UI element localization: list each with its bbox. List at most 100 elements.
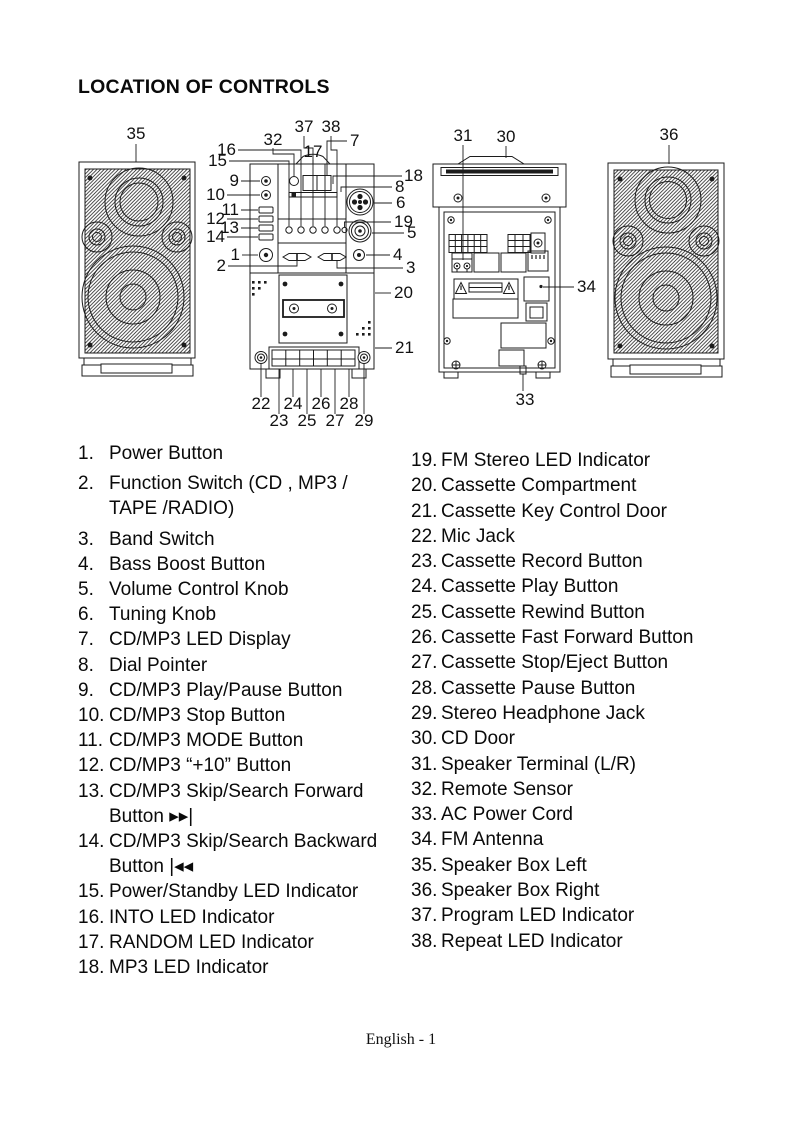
list-item-number: 14. <box>78 831 105 853</box>
list-item-text: Speaker Box Left <box>441 854 587 876</box>
list-item: 32.Remote Sensor <box>411 777 781 802</box>
list-item-number: 30. <box>411 728 438 750</box>
list-item: 4.Bass Boost Button <box>78 552 413 577</box>
callout-2: 2 <box>217 256 226 275</box>
list-item-number: 34. <box>411 829 438 851</box>
list-item-text: Remote Sensor <box>441 778 574 800</box>
list-item-text: CD/MP3 LED Display <box>109 629 291 651</box>
list-item-number: 3. <box>78 528 94 550</box>
list-item-text: Power Button <box>109 443 224 464</box>
list-item: 34.FM Antenna <box>411 827 781 852</box>
callout-14: 14 <box>206 227 225 246</box>
list-item-number: 1. <box>78 443 94 464</box>
callout-9: 9 <box>230 171 239 190</box>
list-item-text: Bass Boost Button <box>109 553 266 575</box>
callout-35: 35 <box>127 124 146 143</box>
callout-10: 10 <box>206 185 225 204</box>
callout-34: 34 <box>577 277 596 296</box>
list-item-number: 11. <box>78 730 104 752</box>
list-item: 7. CD/MP3 LED Display <box>78 627 413 652</box>
callout-36: 36 <box>660 125 679 144</box>
callout-7: 7 <box>350 131 359 150</box>
callout-22: 22 <box>252 394 271 413</box>
list-item-number: 19. <box>411 450 438 471</box>
callout-4: 4 <box>393 245 402 264</box>
list-item-text: Program LED Indicator <box>441 905 635 927</box>
list-item: 22.Mic Jack <box>411 524 781 549</box>
list-item-number: 36. <box>411 880 438 902</box>
list-item: 3. Band Switch <box>78 527 413 552</box>
list-item-text: Speaker Terminal (L/R) <box>441 753 637 775</box>
list-item-text: CD/MP3 “+10” Button <box>109 755 292 777</box>
list-item: 1. Power Button <box>78 441 413 466</box>
list-item: 26.Cassette Fast Forward Button <box>411 625 781 650</box>
list-item: 6.Tuning Knob <box>78 602 413 627</box>
list-item-text: INTO LED Indicator <box>109 906 275 928</box>
list-item-text: CD/MP3 MODE Button <box>109 730 304 752</box>
list-item-text: MP3 LED Indicator <box>109 957 269 979</box>
list-item-text: Cassette Pause Button <box>441 677 636 699</box>
list-item-number: 20. <box>411 475 438 497</box>
list-item: 21.Cassette Key Control Door <box>411 499 781 524</box>
callout-29: 29 <box>355 411 374 430</box>
list-item-text: Stereo Headphone Jack <box>441 702 645 724</box>
callout-24: 24 <box>284 394 303 413</box>
callout-21: 21 <box>395 338 414 357</box>
list-item-number: 5. <box>78 579 94 601</box>
list-item-text: Cassette Fast Forward Button <box>441 627 694 649</box>
callout-32: 32 <box>264 130 283 149</box>
list-item: 33.AC Power Cord <box>411 802 781 827</box>
callout-15: 15 <box>208 151 227 170</box>
callout-38: 38 <box>322 117 341 136</box>
list-item-text: Cassette Compartment <box>441 475 637 497</box>
callout-27: 27 <box>326 411 345 430</box>
list-item: 31.Speaker Terminal (L/R) <box>411 752 781 777</box>
speaker-left-drawing <box>78 161 196 377</box>
list-item-text: Cassette Record Button <box>441 551 643 573</box>
callout-28: 28 <box>340 394 359 413</box>
list-item: 9.CD/MP3 Play/Pause Button <box>78 678 413 703</box>
callout-11: 11 <box>221 200 239 219</box>
list-item-number: 10. <box>78 705 105 727</box>
main-unit-rear-drawing <box>432 156 567 379</box>
callout-37: 37 <box>295 117 314 136</box>
list-item: 30.CD Door <box>411 726 781 751</box>
list-item: 35.Speaker Box Left <box>411 853 781 878</box>
callout-8: 8 <box>395 177 404 196</box>
list-item-text: Speaker Box Right <box>441 880 600 902</box>
callout-1: 1 <box>231 245 240 264</box>
list-item: 36.Speaker Box Right <box>411 878 781 903</box>
list-item-text: Function Switch (CD , MP3 /TAPE /RADIO) <box>109 473 348 520</box>
list-item-text: Cassette Play Button <box>441 576 619 598</box>
list-item: 17.RANDOM LED Indicator <box>78 930 413 955</box>
list-item: 20.Cassette Compartment <box>411 473 781 498</box>
list-item-number: 16. <box>78 906 105 928</box>
callout-leader-lines <box>135 136 670 414</box>
list-item-number: 2. <box>78 473 94 495</box>
list-item-text: Cassette Stop/Eject Button <box>441 652 669 674</box>
list-item: 2. Function Switch (CD , MP3 /TAPE /RADIO… <box>78 471 413 521</box>
list-item: 37.Program LED Indicator <box>411 903 781 928</box>
list-item-number: 23. <box>411 551 438 573</box>
list-item: 29.Stereo Headphone Jack <box>411 701 781 726</box>
callout-16: 16 <box>217 140 236 159</box>
list-item: 38.Repeat LED Indicator <box>411 929 781 954</box>
list-item-text: CD/MP3 Play/Pause Button <box>109 679 343 701</box>
list-item-number: 7. <box>78 629 94 651</box>
callout-17: 17 <box>304 142 323 161</box>
callout-13: 13 <box>220 218 239 237</box>
list-item: 12.CD/MP3 “+10” Button <box>78 753 413 778</box>
list-item: 16.INTO LED Indicator <box>78 905 413 930</box>
list-item-text: Band Switch <box>109 528 215 550</box>
list-item-number: 25. <box>411 601 438 623</box>
callout-33: 33 <box>516 390 535 409</box>
list-item-number: 24. <box>411 576 438 598</box>
list-item: 8.Dial Pointer <box>78 653 413 678</box>
list-item-number: 29. <box>411 702 438 724</box>
callout-26: 26 <box>312 394 331 413</box>
